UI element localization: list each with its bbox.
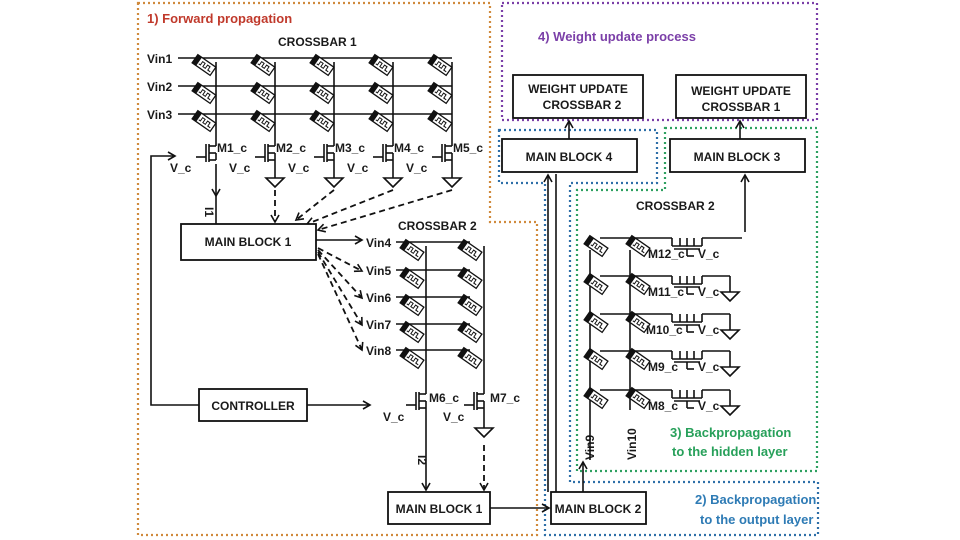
backprop-hidden-region <box>575 126 819 473</box>
gate-label-m1: V_c <box>170 161 192 175</box>
controller-label: CONTROLLER <box>211 399 295 413</box>
transistor-icon <box>314 140 335 162</box>
m4-to-mb1-wire <box>305 189 394 226</box>
ground-icon <box>474 427 494 438</box>
gate-label-m10: V_c <box>698 323 720 337</box>
wu-crossbar-2-line2: CROSSBAR 2 <box>543 98 622 112</box>
crossbar-2-forward-title: CROSSBAR 2 <box>398 219 477 233</box>
crossbar-2-forward: CROSSBAR 2 Vin4 Vin5 Vin6 Vin7 Vin8 <box>366 219 494 492</box>
transistor-label-m3: M3_c <box>335 141 365 155</box>
transistor-icon <box>671 276 703 295</box>
transistor-icon <box>671 351 703 370</box>
transistor-icon <box>671 314 703 333</box>
crossbar-2-backward-title: CROSSBAR 2 <box>636 199 715 213</box>
forward-propagation-label: 1) Forward propagation <box>147 11 292 26</box>
transistor-icon <box>373 140 394 162</box>
ground-icon <box>442 177 462 188</box>
transistor-icon <box>196 140 217 162</box>
main-block-4: MAIN BLOCK 4 <box>501 138 638 173</box>
weight-update-crossbar-1: WEIGHT UPDATE CROSSBAR 1 <box>675 74 807 119</box>
ground-icon <box>265 177 285 188</box>
main-block-3-label: MAIN BLOCK 3 <box>694 150 781 164</box>
main-block-1-bottom-label: MAIN BLOCK 1 <box>396 502 483 516</box>
gate-label-m7: V_c <box>443 410 465 424</box>
current-label-i1: I1 <box>202 207 216 217</box>
transistor-icon <box>464 388 485 410</box>
gate-label-m3: V_c <box>288 161 310 175</box>
main-block-1-bottom: MAIN BLOCK 1 <box>387 491 491 525</box>
main-block-1-top: MAIN BLOCK 1 <box>180 223 317 261</box>
transistor-label-m12: M12_c <box>648 247 685 261</box>
weight-update-label: 4) Weight update process <box>538 29 696 44</box>
transistor-icon <box>671 238 703 257</box>
wu-crossbar-1-line1: WEIGHT UPDATE <box>691 84 791 98</box>
mb1-to-vin5-wire <box>317 247 364 273</box>
connection-wires <box>150 119 750 513</box>
transistor-label-m8: M8_c <box>648 399 678 413</box>
wu-crossbar-1-line2: CROSSBAR 1 <box>702 100 781 114</box>
controller-to-m1-wire <box>150 151 199 406</box>
forward-propagation-region <box>136 1 539 537</box>
ground-icon <box>324 177 344 188</box>
ground-icon <box>383 177 403 188</box>
transistor-label-m2: M2_c <box>276 141 306 155</box>
ground-icon <box>720 405 740 416</box>
gate-label-m4: V_c <box>347 161 369 175</box>
backprop-output-label-line2: to the output layer <box>700 512 813 527</box>
main-block-2: MAIN BLOCK 2 <box>550 491 647 525</box>
input-label-vin8: Vin8 <box>366 344 391 358</box>
ground-icon <box>720 329 740 340</box>
transistor-icon <box>671 390 703 409</box>
transistor-label-m5: M5_c <box>453 141 483 155</box>
backprop-hidden-label-line2: to the hidden layer <box>672 444 788 459</box>
crossbar-1-title: CROSSBAR 1 <box>278 35 357 49</box>
weight-update-region <box>500 1 819 122</box>
transistor-label-m9: M9_c <box>648 360 678 374</box>
main-block-1-top-label: MAIN BLOCK 1 <box>205 235 292 249</box>
transistor-icon <box>255 140 276 162</box>
input-label-vin6: Vin6 <box>366 291 391 305</box>
ground-icon <box>720 291 740 302</box>
m5-to-mb1-wire <box>316 189 453 233</box>
mb1-to-vin7-wire <box>317 251 363 327</box>
input-label-vin2: Vin2 <box>147 80 172 94</box>
mb1-to-vin6-wire <box>317 249 364 300</box>
main-block-4-label: MAIN BLOCK 4 <box>526 150 613 164</box>
controller-block: CONTROLLER <box>198 388 308 422</box>
transistor-label-m11: M11_c <box>648 285 684 299</box>
mb1-to-vin8-wire <box>317 253 364 352</box>
input-label-vin1: Vin1 <box>147 52 172 66</box>
crossbar-2-backward: CROSSBAR 2 Vin9 Vin10 <box>583 199 742 460</box>
transistor-icon <box>406 388 427 410</box>
main-block-3: MAIN BLOCK 3 <box>669 138 806 173</box>
input-label-vin10: Vin10 <box>625 428 639 460</box>
gate-label-m11: V_c <box>698 285 720 299</box>
transistor-icon <box>432 140 453 162</box>
crossbar-1: CROSSBAR 1 Vin1 Vin2 Vin3 <box>147 35 462 233</box>
transistor-label-m4: M4_c <box>394 141 424 155</box>
gate-label-m8: V_c <box>698 399 720 413</box>
backprop-output-region <box>497 128 820 537</box>
transistor-label-m10: M10_c <box>646 323 683 337</box>
backprop-output-label-line1: 2) Backpropagation <box>695 492 816 507</box>
wu-crossbar-2-line1: WEIGHT UPDATE <box>528 82 628 96</box>
ground-icon <box>720 366 740 377</box>
gate-label-m6: V_c <box>383 410 405 424</box>
main-block-2-label: MAIN BLOCK 2 <box>555 502 642 516</box>
gate-label-m5: V_c <box>406 161 428 175</box>
gate-label-m12: V_c <box>698 247 720 261</box>
transistor-label-m1: M1_c <box>217 141 247 155</box>
backprop-hidden-label-line1: 3) Backpropagation <box>670 425 791 440</box>
input-label-vin5: Vin5 <box>366 264 391 278</box>
current-label-i2: I2 <box>415 455 429 465</box>
transistor-label-m6: M6_c <box>429 391 459 405</box>
m3-to-mb1-wire <box>294 189 335 221</box>
input-label-vin3: Vin3 <box>147 108 172 122</box>
weight-update-crossbar-2: WEIGHT UPDATE CROSSBAR 2 <box>512 74 644 119</box>
transistor-label-m7: M7_c <box>490 391 520 405</box>
input-label-vin4: Vin4 <box>366 236 391 250</box>
input-label-vin7: Vin7 <box>366 318 391 332</box>
gate-label-m2: V_c <box>229 161 251 175</box>
gate-label-m9: V_c <box>698 360 720 374</box>
